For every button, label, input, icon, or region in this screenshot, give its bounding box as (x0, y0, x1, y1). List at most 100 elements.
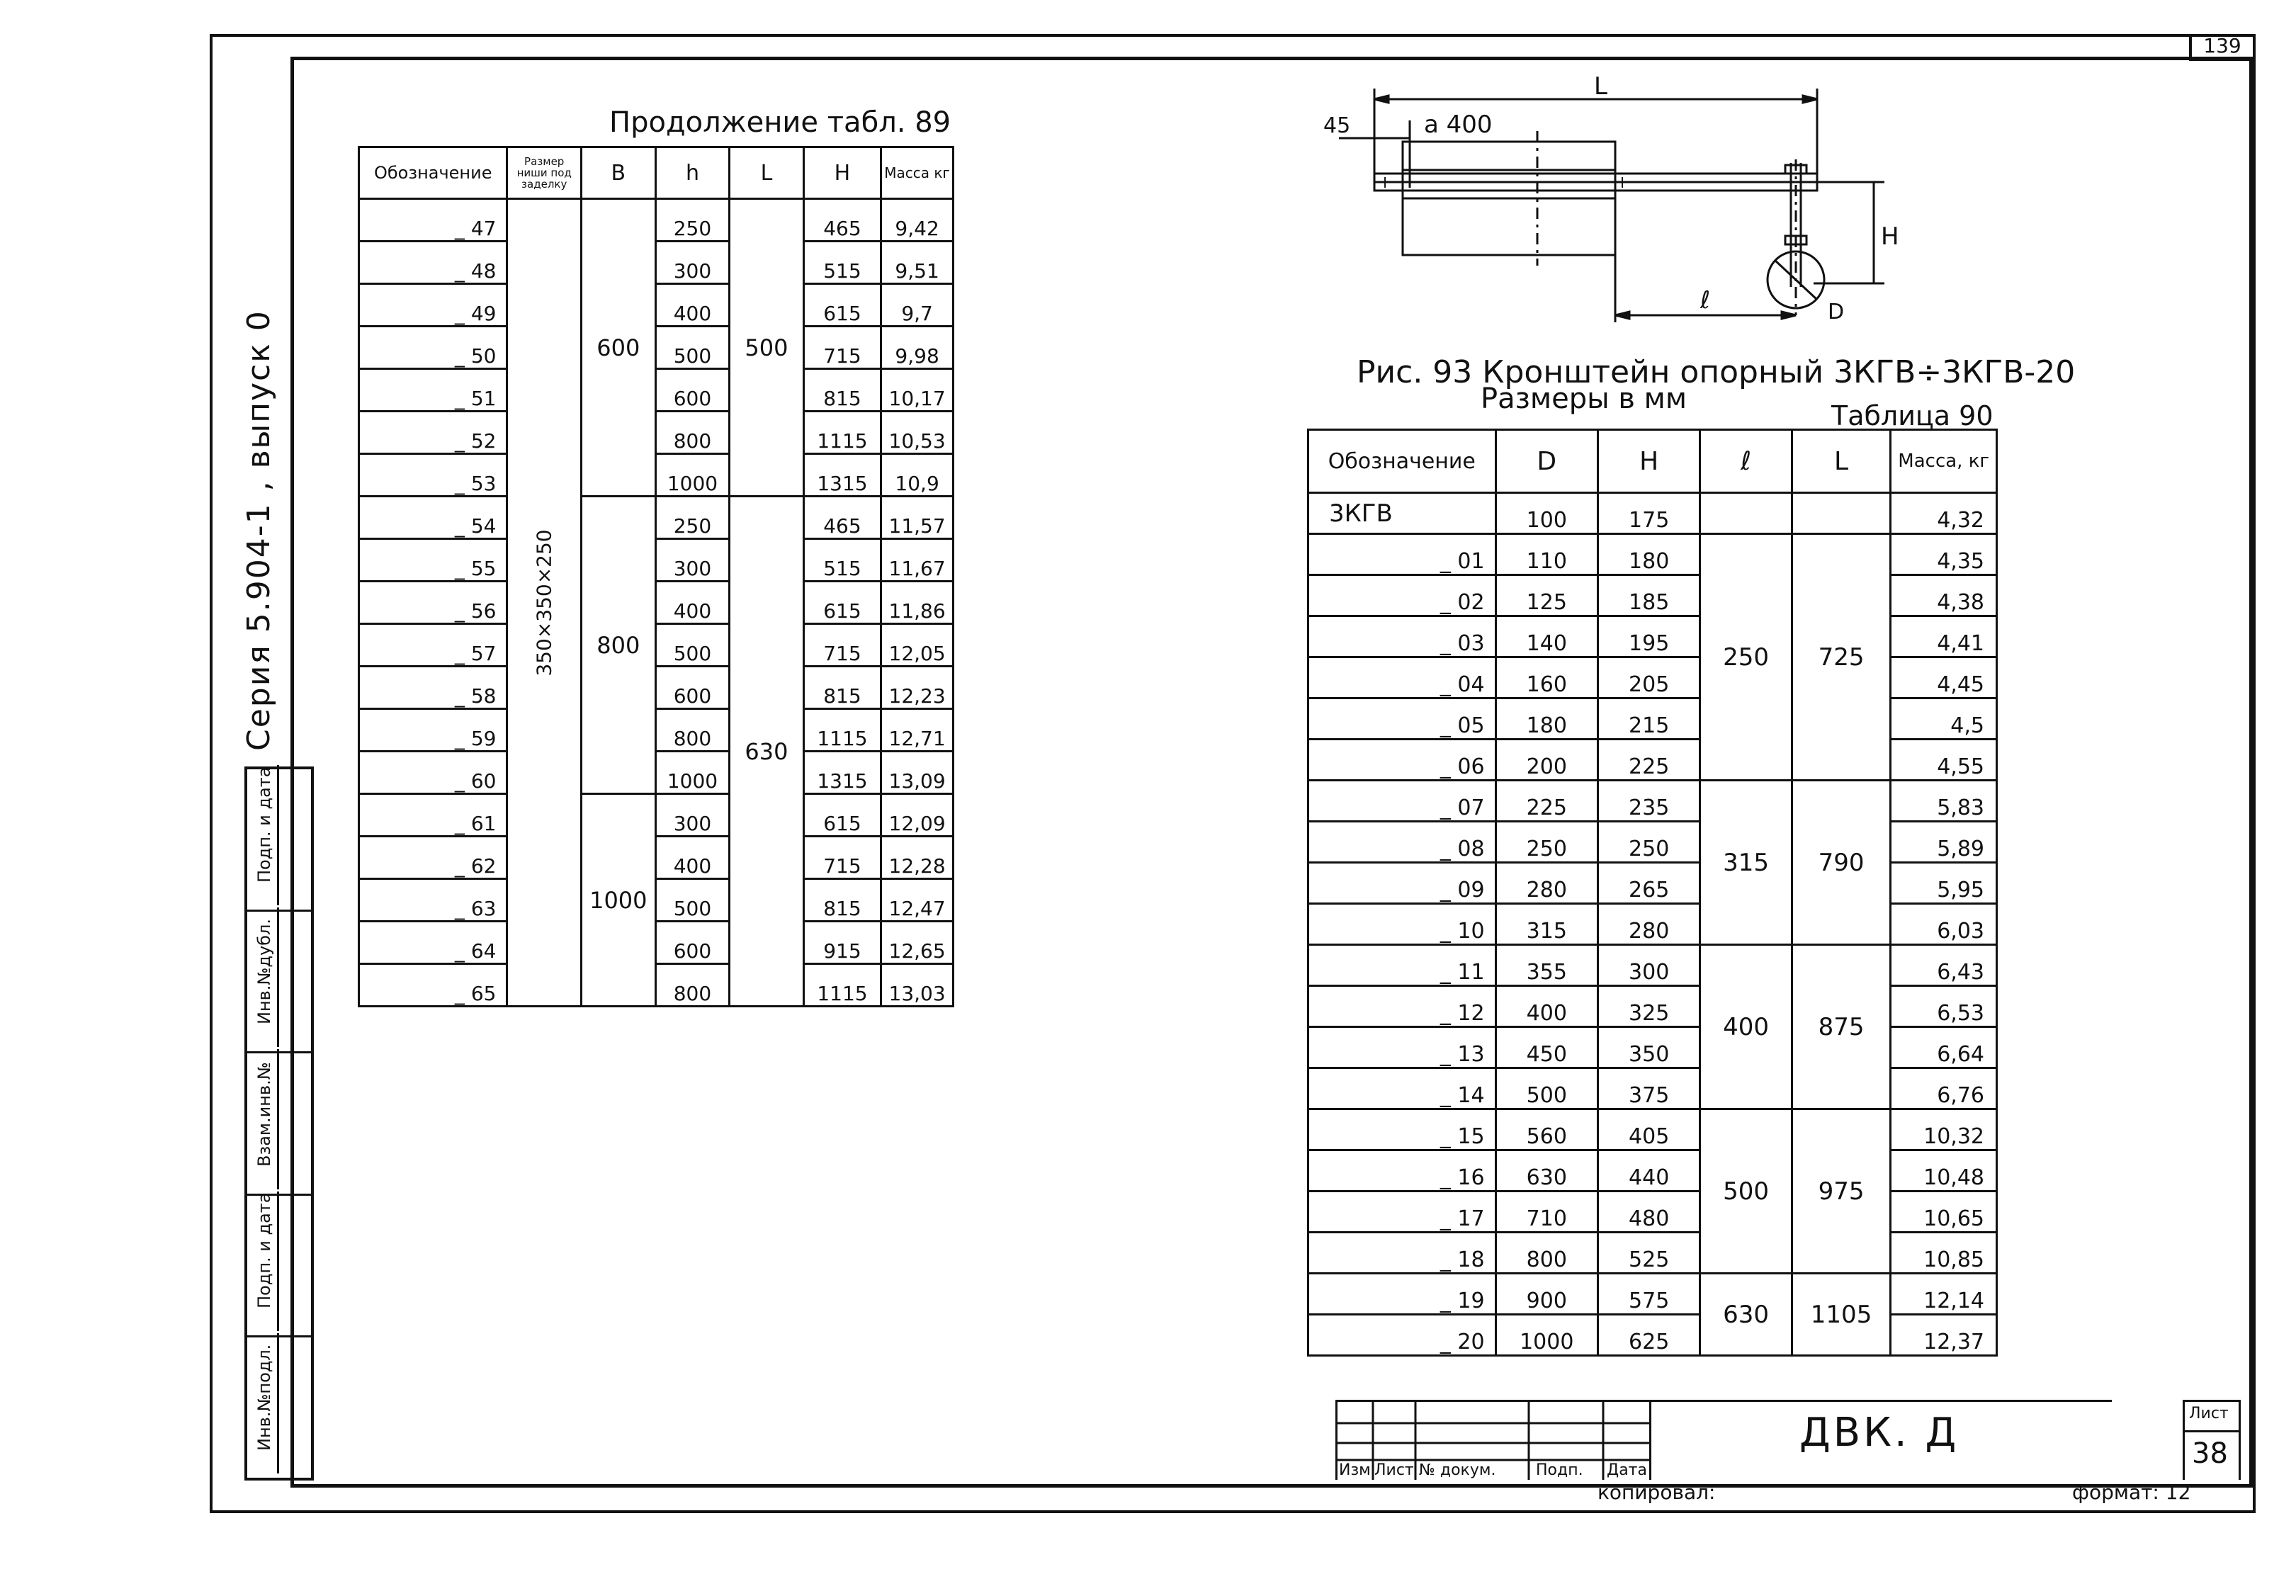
col-h: h (654, 146, 731, 200)
cell-hh: 615 (802, 580, 883, 625)
table89-header-row: Обозначение Размер ниши под заделку В h … (357, 146, 954, 200)
col-l: ℓ (1699, 429, 1793, 494)
cell-h: 625 (1596, 1313, 1702, 1357)
cell-designation: _ 19 (1307, 1272, 1497, 1315)
cell-mass: 12,65 (880, 920, 954, 965)
cell-designation: _ 63 (357, 878, 509, 922)
cell-l: 400 (1699, 944, 1793, 1110)
tb-label-doc: № докум. (1419, 1461, 1496, 1479)
cell-hh: 915 (802, 920, 883, 965)
cell-designation: _ 48 (357, 240, 509, 285)
cell-h: 400 (654, 835, 731, 880)
cell-h: 525 (1596, 1231, 1702, 1274)
cell-mass: 10,85 (1889, 1231, 1998, 1274)
cell-mass: 6,76 (1889, 1067, 1998, 1110)
cell-L: 975 (1790, 1108, 1892, 1274)
cell-mass: 11,67 (880, 538, 954, 582)
cell-hh: 465 (802, 198, 883, 242)
cell-h: 600 (654, 368, 731, 412)
cell-d: 160 (1494, 656, 1600, 699)
cell-d: 315 (1494, 902, 1600, 946)
cell-designation: _ 18 (1307, 1231, 1497, 1274)
cell-hh: 515 (802, 538, 883, 582)
cell-mass: 10,53 (880, 410, 954, 455)
cell-h: 300 (1596, 944, 1702, 987)
cell-l: 630 (1699, 1272, 1793, 1357)
cell-mass: 12,23 (880, 665, 954, 710)
cell-h: 1000 (654, 750, 731, 795)
cell-hh: 515 (802, 240, 883, 285)
cell-mass: 12,05 (880, 623, 954, 667)
cell-designation: _ 57 (357, 623, 509, 667)
cell-mass: 12,09 (880, 793, 954, 837)
cell-h: 575 (1596, 1272, 1702, 1315)
cell-hh: 615 (802, 793, 883, 837)
cell-designation: _ 61 (357, 793, 509, 837)
cell-designation: _ 12 (1307, 985, 1497, 1028)
bracket-drawing: + + L а 400 45 Н ℓ D (1323, 74, 1899, 324)
col-L: L (1790, 429, 1892, 494)
cell-l: 250 (1699, 533, 1793, 781)
cell-L (1790, 492, 1892, 535)
cell-hh: 715 (802, 835, 883, 880)
title-block-main (1649, 1400, 2112, 1480)
figure-subcaption: Размеры в мм (1481, 383, 1687, 415)
cell-h: 300 (654, 240, 731, 285)
cell-designation: _ 53 (357, 453, 509, 497)
cell-h: 800 (654, 410, 731, 455)
dim-L: L (1594, 74, 1607, 101)
cell-designation: _ 52 (357, 410, 509, 455)
cell-h: 600 (654, 665, 731, 710)
cell-mass: 6,53 (1889, 985, 1998, 1028)
cell-designation: _ 05 (1307, 697, 1497, 740)
dim-a400: а 400 (1424, 111, 1493, 139)
cell-h: 250 (654, 198, 731, 242)
dim-l: ℓ (1700, 286, 1710, 315)
cell-d: 280 (1494, 861, 1600, 905)
cell-designation: _ 13 (1307, 1026, 1497, 1069)
cell-h: 300 (654, 538, 731, 582)
figure-caption: Рис. 93 Кронштейн опорный 3КГВ÷3КГВ-20 (1357, 354, 2076, 390)
cell-mass: 6,43 (1889, 944, 1998, 987)
col-niche-size: Размер ниши под заделку (506, 146, 582, 200)
cell-designation: _ 08 (1307, 820, 1497, 864)
cell-d: 400 (1494, 985, 1600, 1028)
side-stamp-cell: Подп. и дата (247, 1191, 311, 1336)
cell-h: 195 (1596, 615, 1702, 658)
col-hh: Н (802, 146, 883, 200)
cell-hh: 1115 (802, 410, 883, 455)
title-block-sheet: Лист 38 (2183, 1400, 2241, 1480)
cell-l (1699, 492, 1793, 535)
cell-L: 1105 (1790, 1272, 1892, 1357)
cell-mass: 12,37 (1889, 1313, 1998, 1357)
cell-designation: _ 02 (1307, 574, 1497, 617)
cell-h: 400 (654, 580, 731, 625)
cell-mass: 10,32 (1889, 1108, 1998, 1151)
cell-designation: 3КГВ (1307, 492, 1497, 535)
cell-h: 215 (1596, 697, 1702, 740)
cell-designation: _ 56 (357, 580, 509, 625)
title-block-grid: Изм Лист № докум. Подп. Дата (1335, 1400, 1649, 1480)
tb-label-sign: Подп. (1536, 1461, 1583, 1479)
cell-d: 1000 (1494, 1313, 1600, 1357)
